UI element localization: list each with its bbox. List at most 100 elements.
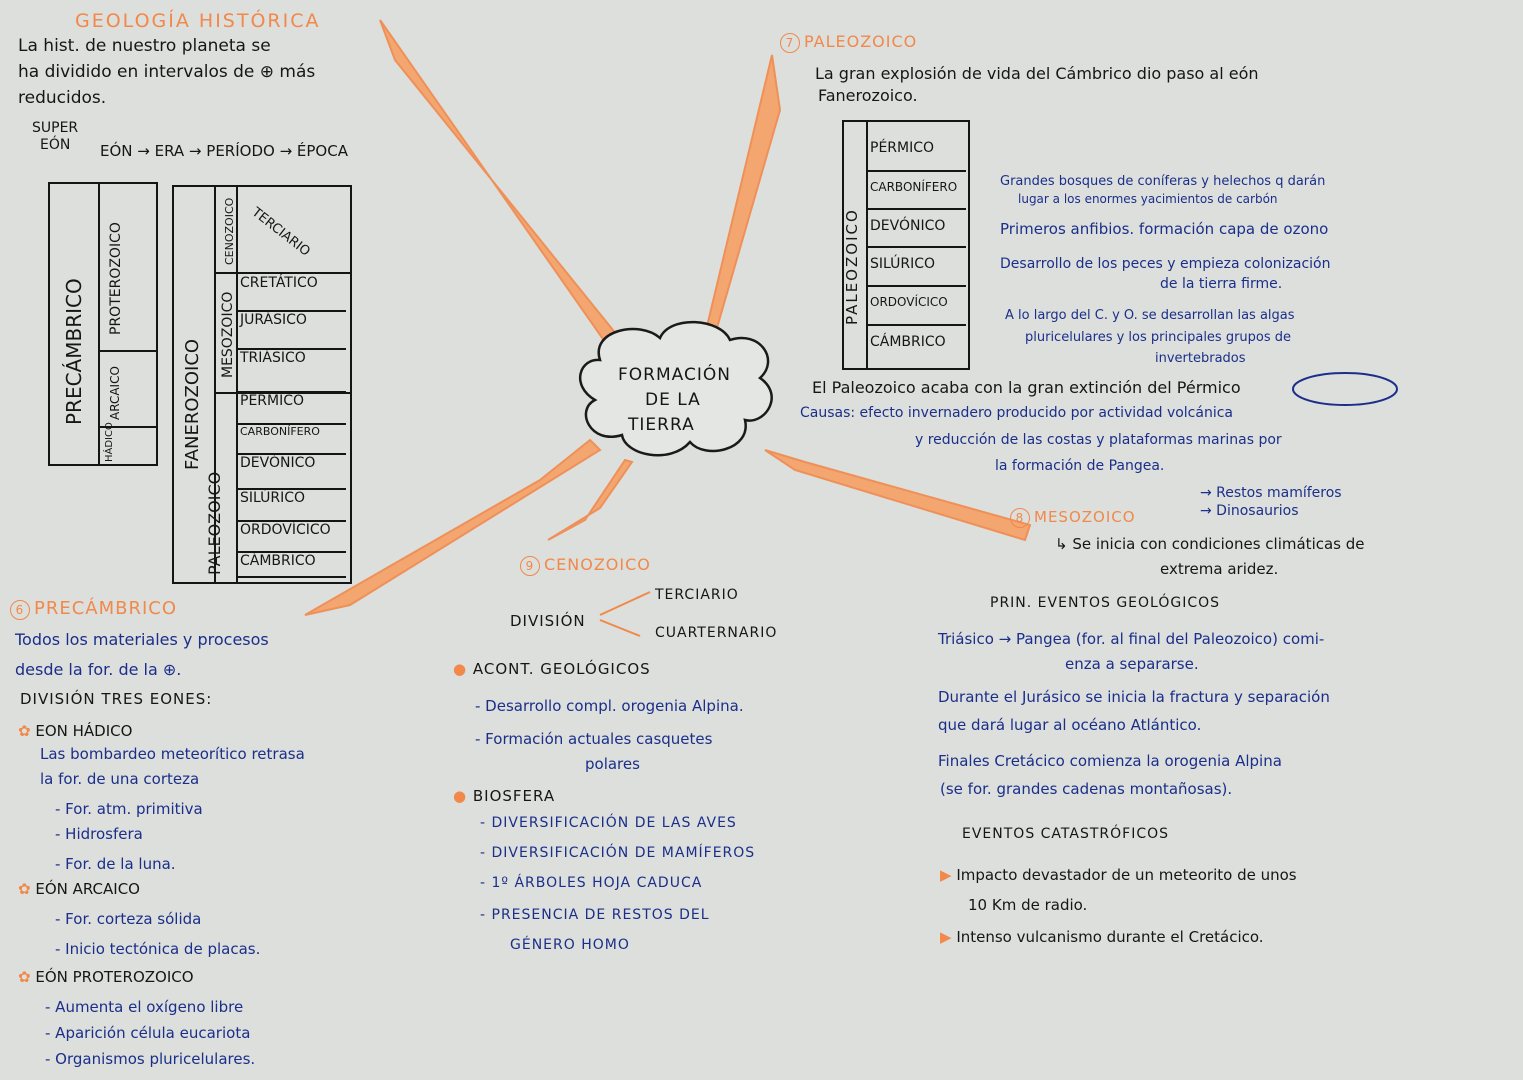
precambrico-number: 6: [10, 600, 30, 620]
flower-icon: ✿: [18, 722, 36, 740]
biosfera-line-2: - DIVERSIFICACIÓN DE MAMÍFEROS: [480, 845, 756, 861]
evento-1a: Triásico → Pangea (for. al final del Pal…: [938, 630, 1325, 648]
arcaico-label: ARCAICO: [108, 366, 122, 420]
hadico-line-4: - Hidrosfera: [55, 825, 143, 843]
fanerozoico-table: [172, 185, 352, 584]
super-label-2: EÓN: [40, 137, 71, 153]
eventos-catastroficos-heading: EVENTOS CATASTRÓFICOS: [962, 826, 1170, 842]
proterozoico-line-3: - Organismos pluricelulares.: [45, 1050, 256, 1068]
cenozoico-label: CENOZOICO: [223, 197, 236, 265]
flower-icon: ✿: [18, 968, 36, 986]
cloud-shape: [578, 320, 773, 457]
biosfera-line-3: - 1º ÁRBOLES HOJA CADUCA: [480, 875, 703, 891]
acont-line-2: - Formación actuales casquetes: [475, 730, 713, 748]
biosfera-line-5: GÉNERO HOMO: [510, 937, 630, 953]
geologia-intro-3: reducidos.: [18, 88, 107, 108]
acont-geologicos-heading: ● ACONT. GEOLÓGICOS: [453, 660, 651, 678]
paleozoico-end-4: la formación de Pangea.: [995, 458, 1165, 474]
mesozoico-title: MESOZOICO: [1034, 508, 1136, 526]
fanerozoico-label: FANEROZOICO: [182, 338, 203, 470]
cenozoico-title: CENOZOICO: [544, 555, 651, 574]
center-line-3: TIERRA: [628, 415, 695, 435]
mesozoico-label: MESOZOICO: [220, 291, 236, 378]
paleozoico-end-1: El Paleozoico acaba con la gran extinció…: [812, 378, 1241, 397]
paleozoico-period-cell: CARBONÍFERO: [866, 172, 966, 210]
paleo-note-3b: de la tierra firme.: [1160, 276, 1283, 292]
paleo-note-2: Primeros anfibios. formación capa de ozo…: [1000, 220, 1329, 238]
paleozoico-period-cell: SILÚRICO: [866, 248, 966, 287]
paleozoico-line-1: La gran explosión de vida del Cámbrico d…: [815, 64, 1259, 83]
fanerozoico-period-cell: CÁMBRICO: [236, 553, 346, 578]
eon-hadico-heading: ✿ EON HÁDICO: [18, 722, 133, 740]
hadico-line-2: la for. de una corteza: [40, 770, 200, 788]
hadico-line-5: - For. de la luna.: [55, 855, 176, 873]
evento-2a: Durante el Jurásico se inicia la fractur…: [938, 688, 1330, 706]
proterozoico-label: PROTEROZOICO: [108, 222, 124, 335]
arcaico-line-1: - For. corteza sólida: [55, 910, 202, 928]
biosfera-line-4: - PRESENCIA DE RESTOS DEL: [480, 907, 710, 923]
evento-2b: que dará lugar al océano Atlántico.: [938, 716, 1202, 734]
center-line-2: DE LA: [645, 390, 701, 410]
eventos-geologicos-heading: PRIN. EVENTOS GEOLÓGICOS: [990, 595, 1221, 611]
cenozoico-terciario: TERCIARIO: [655, 587, 739, 603]
permico-circle: [1292, 372, 1398, 406]
paleozoico-title: PALEOZOICO: [804, 32, 918, 51]
precambrico-label: PRECÁMBRICO: [62, 278, 86, 425]
biosfera-heading: ● BIOSFERA: [453, 787, 556, 805]
paleo-note-3a: Desarrollo de los peces y empieza coloni…: [1000, 256, 1331, 272]
hadico-line-1: Las bombardeo meteorítico retrasa: [40, 745, 305, 763]
ray-geologia: [379, 19, 627, 354]
cenozoico-division: DIVISIÓN: [510, 612, 586, 630]
proterozoico-line-1: - Aumenta el oxígeno libre: [45, 998, 244, 1016]
paleozoico-period-cell: ORDOVÍCICO: [866, 287, 966, 326]
geologia-title: GEOLOGÍA HISTÓRICA: [75, 10, 321, 32]
triangle-bullet-icon: ▶: [940, 928, 957, 946]
paleozoico-line-2: Fanerozoico.: [818, 86, 918, 105]
paleozoico-period-cell: PÉRMICO: [866, 122, 966, 172]
paleozoico-label: PALEOZOICO: [205, 471, 224, 575]
paleozoico-number: 7: [780, 33, 800, 53]
mesozoico-restos: → Restos mamíferos: [1200, 485, 1342, 501]
center-line-1: FORMACIÓN: [618, 365, 731, 385]
ray-paleozoico: [701, 54, 782, 347]
paleozoico-end-2: Causas: efecto invernadero producido por…: [800, 405, 1234, 421]
precambrico-line-1: Todos los materiales y procesos: [15, 630, 269, 649]
eon-arcaico-heading: ✿ EÓN ARCAICO: [18, 880, 140, 898]
fanerozoico-period-cell: TRIÁSICO: [236, 350, 346, 393]
paleo-note-1a: Grandes bosques de coníferas y helechos …: [1000, 174, 1326, 189]
fanerozoico-period-cell: SILÚRICO: [236, 490, 346, 522]
precambrico-title: PRECÁMBRICO: [34, 598, 178, 619]
hierarchy-chain: EÓN → ERA → PERÍODO → ÉPOCA: [100, 142, 348, 160]
cenozoico-number: 9: [520, 556, 540, 576]
triangle-bullet-icon: ▶: [940, 866, 957, 884]
proterozoico-line-2: - Aparición célula eucariota: [45, 1024, 251, 1042]
ray-cenozoico: [547, 458, 634, 541]
super-label-1: SUPER: [32, 120, 79, 136]
catastrofico-2: ▶ Intenso vulcanismo durante el Cretácic…: [940, 928, 1264, 946]
bullet-dot-icon: ●: [453, 787, 473, 805]
precambrico-line-2: desde la for. de la ⊕.: [15, 660, 182, 679]
paleo-note-4c: invertebrados: [1155, 351, 1246, 366]
flower-icon: ✿: [18, 880, 36, 898]
evento-3b: (se for. grandes cadenas montañosas).: [940, 780, 1233, 798]
mesozoico-number: 8: [1010, 508, 1030, 528]
paleozoico-side-label: PALEOZOICO: [843, 208, 861, 325]
arcaico-line-2: - Inicio tectónica de placas.: [55, 940, 261, 958]
fanerozoico-period-cell: CRETÁTICO: [236, 275, 346, 312]
paleozoico-end-3: y reducción de las costas y plataformas …: [915, 432, 1282, 448]
hadico-label: HÁDICO: [104, 422, 115, 462]
bullet-dot-icon: ●: [453, 660, 473, 678]
division-arrows: [599, 591, 651, 637]
mesozoico-line-2: extrema aridez.: [1160, 560, 1279, 578]
geologia-intro-1: La hist. de nuestro planeta se: [18, 36, 271, 56]
paleozoico-table: [842, 120, 970, 370]
paleo-note-4b: pluricelulares y los principales grupos …: [1025, 330, 1292, 345]
evento-3a: Finales Cretácico comienza la orogenia A…: [938, 752, 1282, 770]
paleozoico-period-cell: CÁMBRICO: [870, 334, 946, 350]
fanerozoico-period-cell: JURÁSICO: [236, 312, 346, 350]
paleo-note-1b: lugar a los enormes yacimientos de carbó…: [1018, 192, 1278, 206]
